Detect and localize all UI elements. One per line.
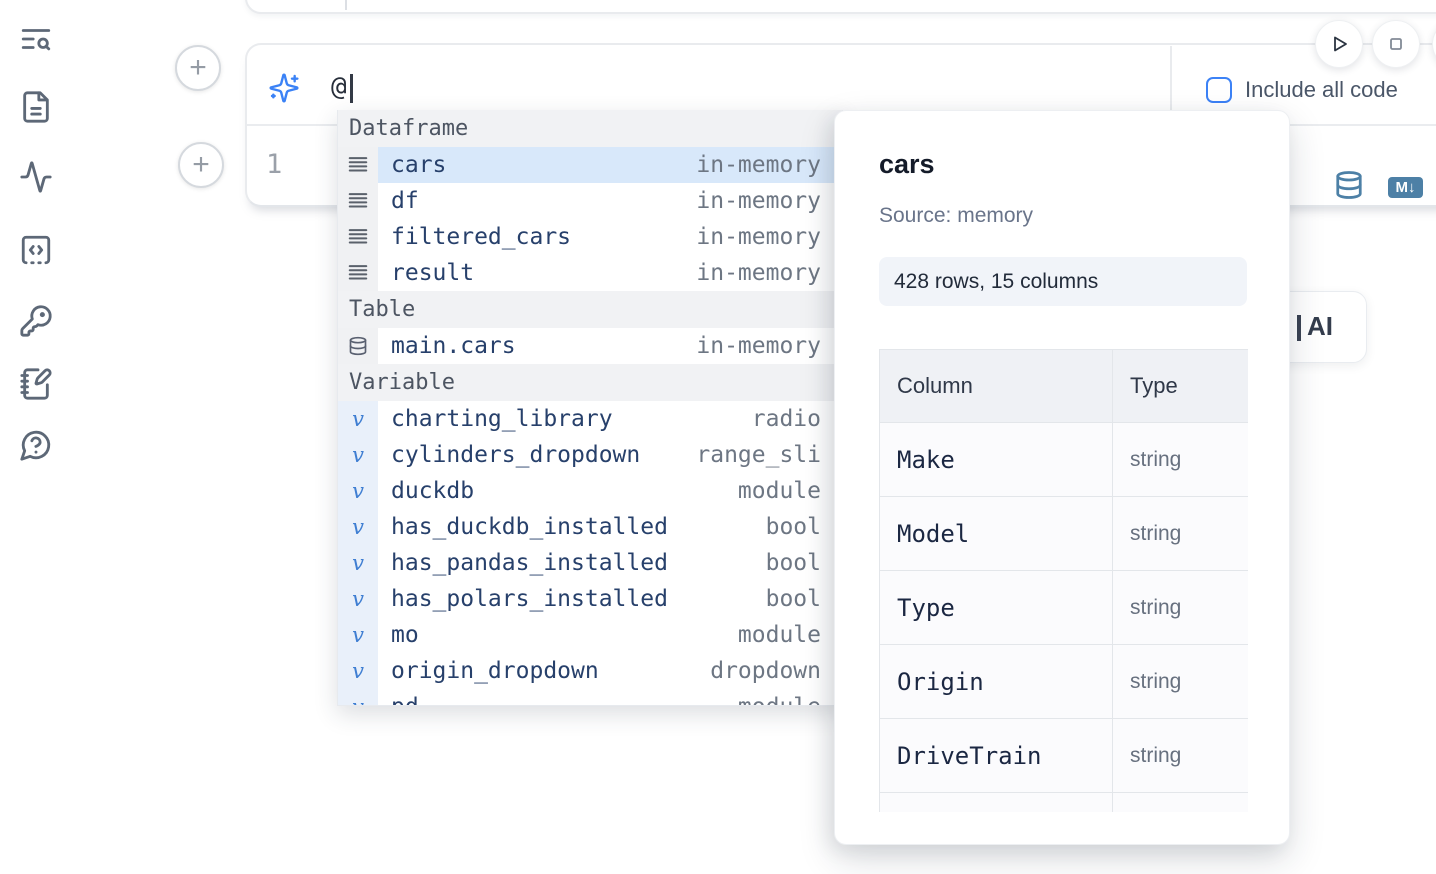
rows-icon	[338, 183, 378, 219]
variable-icon: v	[338, 545, 378, 581]
autocomplete-item-clipped[interactable]: v pdmodule	[338, 689, 842, 705]
include-all-code-checkbox[interactable]	[1206, 77, 1232, 103]
database-icon	[338, 328, 378, 364]
autocomplete-section-header: Variable	[338, 364, 842, 401]
variable-icon: v	[338, 401, 378, 437]
preview-shape-badge: 428 rows, 15 columns	[879, 257, 1247, 306]
list-search-icon[interactable]	[19, 22, 53, 56]
previous-cell-gutter-divider	[345, 0, 347, 10]
add-cell-below-button[interactable]: +	[178, 142, 224, 188]
column-name-cell: DriveTrain	[879, 718, 1113, 793]
preview-schema-table: Column Type Make string Model string Typ…	[879, 349, 1248, 812]
column-name-cell: Origin	[879, 644, 1113, 719]
line-number: 1	[266, 149, 283, 180]
autocomplete-section-header: Dataframe	[338, 110, 842, 147]
variable-icon: v	[338, 437, 378, 473]
rows-icon	[338, 147, 378, 183]
variable-icon: v	[338, 617, 378, 653]
activity-icon[interactable]	[19, 160, 53, 194]
clipped-letter-fragment	[1297, 315, 1301, 341]
column-type-cell: string	[1112, 496, 1248, 571]
autocomplete-section-header: Table	[338, 291, 842, 328]
play-icon	[1334, 36, 1347, 52]
text-cursor	[350, 74, 353, 103]
variable-icon: v	[338, 689, 378, 705]
file-text-icon[interactable]	[19, 90, 53, 124]
rows-icon	[338, 219, 378, 255]
markdown-icon[interactable]: M↓	[1388, 177, 1423, 198]
prompt-options-divider	[1170, 46, 1172, 124]
previous-cell-edge	[245, 0, 1436, 14]
rows-icon	[338, 255, 378, 291]
variable-icon: v	[338, 473, 378, 509]
preview-title: cars	[879, 149, 935, 179]
run-cell-button[interactable]	[1315, 20, 1363, 68]
generate-with-ai-button[interactable]: AI	[1242, 291, 1367, 363]
type-header: Type	[1112, 349, 1248, 423]
help-chat-icon[interactable]	[19, 428, 53, 462]
column-type-cell: string	[1112, 644, 1248, 719]
key-icon[interactable]	[19, 304, 53, 338]
add-cell-above-button[interactable]: +	[175, 45, 221, 91]
code-square-icon[interactable]	[19, 233, 53, 267]
table-row: Type string	[879, 570, 1248, 645]
table-row-clipped	[879, 792, 1248, 812]
variable-icon: v	[338, 653, 378, 689]
sparkles-ai-icon	[268, 72, 300, 104]
column-type-cell: string	[1112, 422, 1248, 497]
table-row: Model string	[879, 496, 1248, 571]
table-row: Make string	[879, 422, 1248, 497]
column-name-cell: Make	[879, 422, 1113, 497]
stop-cell-button[interactable]	[1372, 20, 1420, 68]
include-all-code-label: Include all code	[1245, 77, 1398, 102]
column-header: Column	[879, 349, 1113, 423]
notebook-pen-icon[interactable]	[19, 367, 53, 401]
dataframe-preview-popup: cars Source: memory 428 rows, 15 columns…	[834, 110, 1290, 845]
preview-source: Source: memory	[879, 204, 1034, 227]
variable-icon: v	[338, 509, 378, 545]
variable-icon: v	[338, 581, 378, 617]
column-name-cell: Model	[879, 496, 1113, 571]
ai-prompt-input[interactable]: @	[331, 72, 347, 102]
stop-icon	[1390, 38, 1402, 50]
database-cell-icon[interactable]	[1334, 170, 1364, 200]
column-type-cell: string	[1112, 718, 1248, 793]
column-type-cell: string	[1112, 570, 1248, 645]
table-row: DriveTrain string	[879, 718, 1248, 793]
column-name-cell: Type	[879, 570, 1113, 645]
table-row: Origin string	[879, 644, 1248, 719]
ai-button-label: AI	[1307, 311, 1333, 341]
